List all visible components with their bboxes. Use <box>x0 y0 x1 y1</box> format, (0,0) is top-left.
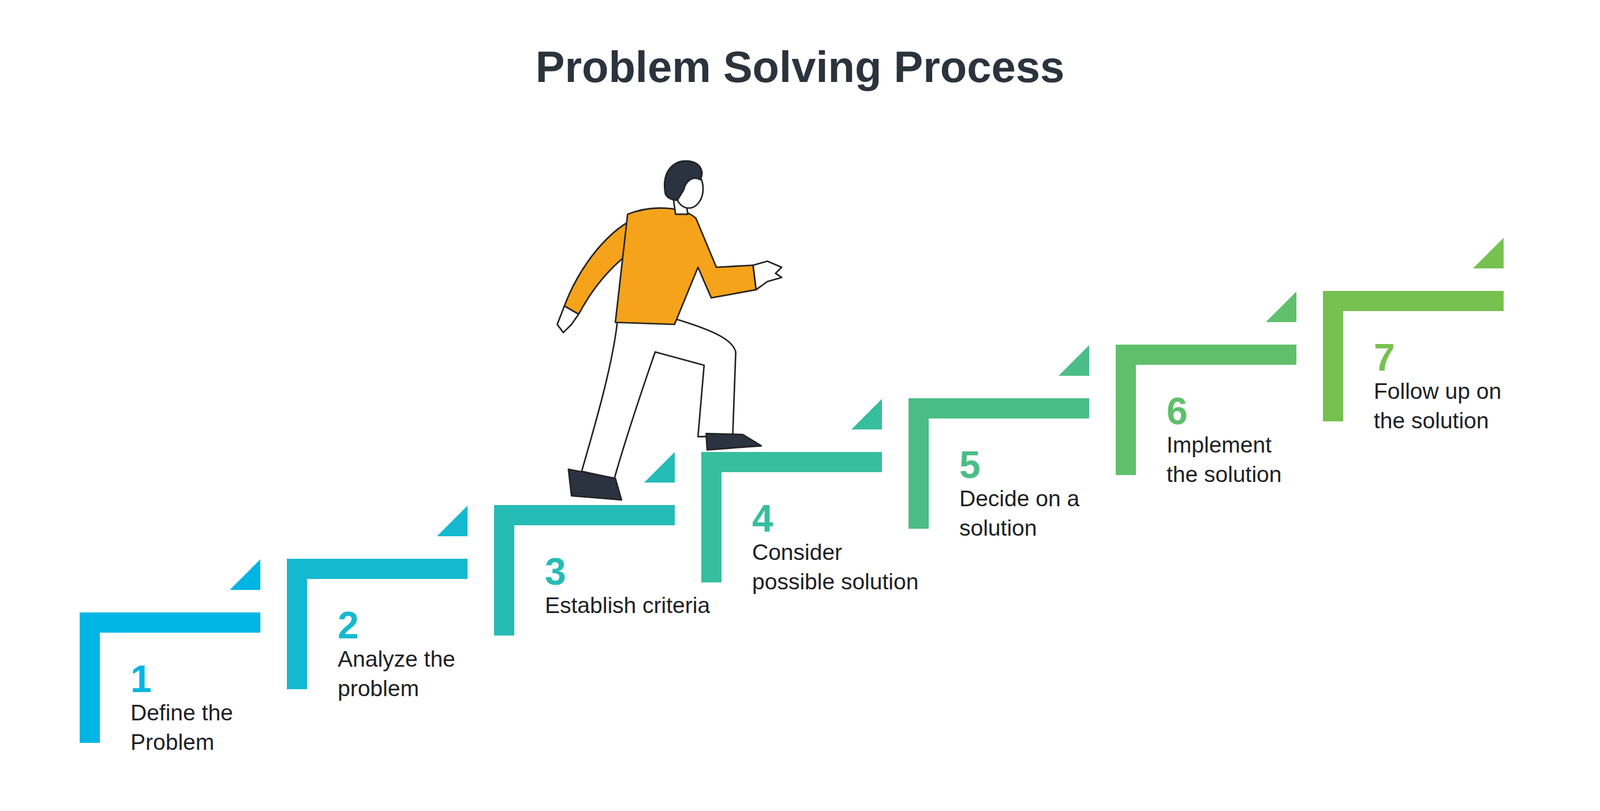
step-label: Follow up on the solution <box>1373 376 1527 436</box>
step-label: Implement the solution <box>1166 430 1308 489</box>
step-label: Decide on a solution <box>959 483 1084 543</box>
step-number: 1 <box>130 659 152 698</box>
stair-step: 4Consider possible solution <box>701 451 920 649</box>
stair-step: 1Define the Problem <box>79 612 298 809</box>
step-number: 3 <box>544 552 567 591</box>
stair-step: 3Establish criteria <box>494 505 713 702</box>
stair-step: 7Follow up on the solution <box>1322 290 1527 488</box>
step-label: Analyze the problem <box>337 644 506 704</box>
step-label: Define the Problem <box>130 697 298 757</box>
stair-step: 2Analyze the problem <box>286 558 506 755</box>
step-number: 4 <box>752 499 774 538</box>
step-label: Establish criteria <box>544 590 713 620</box>
diagram-title: Problem Solving Process <box>0 41 1600 92</box>
step-number: 2 <box>337 606 360 645</box>
stair-step: 6Implement the solution <box>1115 344 1308 541</box>
step-label: Consider possible solution <box>752 537 920 597</box>
step-number: 5 <box>959 445 981 484</box>
stair-step: 5Decide on a solution <box>908 398 1090 595</box>
step-number: 6 <box>1166 391 1188 431</box>
step-number: 7 <box>1373 338 1396 377</box>
